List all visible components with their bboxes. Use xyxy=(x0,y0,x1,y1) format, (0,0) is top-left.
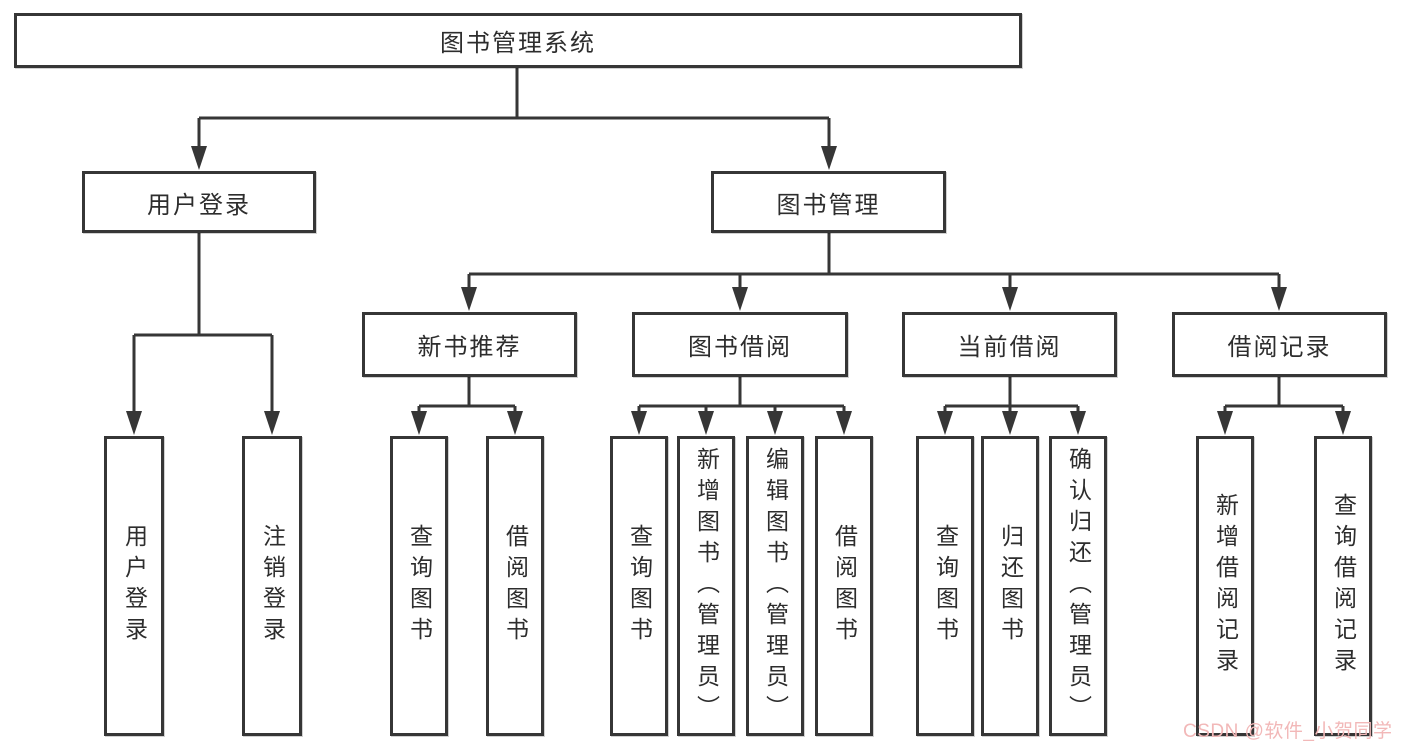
leaf-label: 新增图书（管理员） xyxy=(693,446,720,726)
leaf-query-books-current: 查询图书 xyxy=(916,436,974,736)
leaf-add-books-admin: 新增图书（管理员） xyxy=(677,436,735,736)
leaf-borrow-books: 借阅图书 xyxy=(815,436,873,736)
leaf-return-books: 归还图书 xyxy=(981,436,1039,736)
leaf-label: 编辑图书（管理员） xyxy=(762,446,789,726)
node-borrow-records: 借阅记录 xyxy=(1172,312,1387,377)
leaf-edit-books-admin: 编辑图书（管理员） xyxy=(746,436,804,736)
node-user-login-module: 用户登录 xyxy=(82,171,316,233)
node-current-borrow: 当前借阅 xyxy=(902,312,1117,377)
leaf-label: 用户登录 xyxy=(121,524,148,648)
leaf-label: 注销登录 xyxy=(259,524,286,648)
leaf-query-books-borrow: 查询图书 xyxy=(610,436,668,736)
leaf-user-login: 用户登录 xyxy=(104,436,164,736)
csdn-watermark: CSDN @软件_小贺同学 xyxy=(1183,721,1393,742)
leaf-label: 借阅图书 xyxy=(831,524,858,648)
leaf-logout: 注销登录 xyxy=(242,436,302,736)
leaf-label: 借阅图书 xyxy=(502,524,529,648)
leaf-label: 确认归还（管理员） xyxy=(1065,446,1092,726)
leaf-label: 归还图书 xyxy=(997,524,1024,648)
node-book-borrow: 图书借阅 xyxy=(632,312,848,377)
node-root-system: 图书管理系统 xyxy=(14,13,1022,68)
leaf-label: 查询借阅记录 xyxy=(1330,493,1357,679)
leaf-query-borrow-record: 查询借阅记录 xyxy=(1314,436,1372,736)
leaf-label: 查询图书 xyxy=(626,524,653,648)
leaf-label: 新增借阅记录 xyxy=(1212,493,1239,679)
leaf-label: 查询图书 xyxy=(932,524,959,648)
leaf-borrow-books-recommend: 借阅图书 xyxy=(486,436,544,736)
node-book-management-module: 图书管理 xyxy=(711,171,946,233)
leaf-add-borrow-record: 新增借阅记录 xyxy=(1196,436,1254,736)
node-new-book-recommend: 新书推荐 xyxy=(362,312,577,377)
leaf-query-books-recommend: 查询图书 xyxy=(390,436,448,736)
leaf-label: 查询图书 xyxy=(406,524,433,648)
leaf-confirm-return-admin: 确认归还（管理员） xyxy=(1049,436,1107,736)
